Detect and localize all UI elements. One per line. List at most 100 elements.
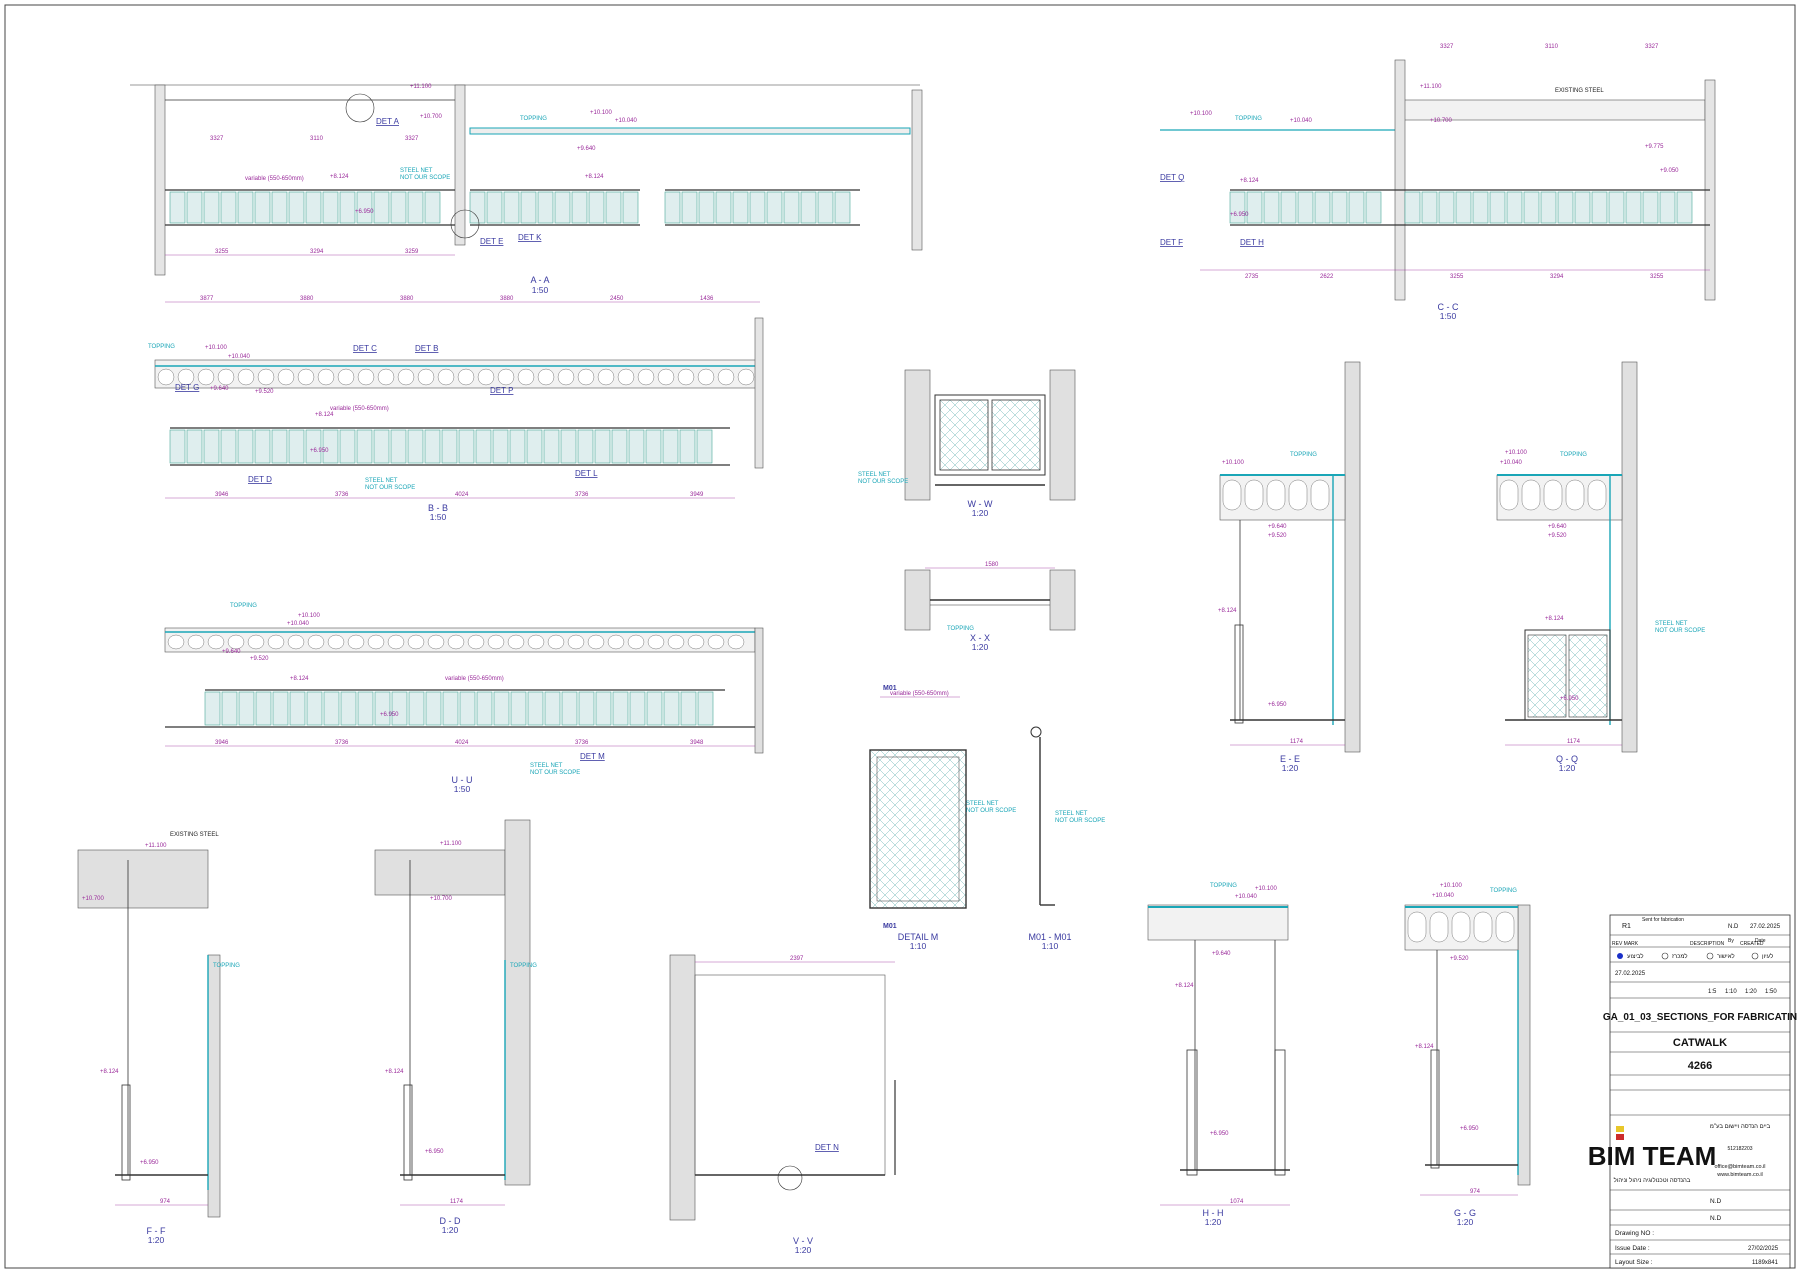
view-m01: STEEL NET NOT OUR SCOPE M01 - M01 1:10 [1028,726,1105,951]
hollowcore-void [397,368,415,386]
glass-panel [272,691,289,726]
elev-gg-6950: +6.950 [1460,1126,1479,1132]
hollowcore-void [337,368,355,386]
hollowcore-void [617,368,635,386]
glass-panel [373,191,390,224]
title-block: R1 Sent for fabrication N.D 27.02.2025 B… [1588,914,1797,1269]
tb-created-label: CREATED [1740,941,1764,947]
glass-panel [475,429,492,464]
hollowcore-void [607,634,625,650]
glass-panel [1438,191,1455,224]
elev-cc-11100: +11.100 [1420,84,1442,90]
label-cc-topping: TOPPING [1235,116,1262,122]
tb-issue-date: 27/02/2025 [1748,1246,1779,1252]
dim-uu-b2: 3736 [335,740,349,746]
glass-panel [595,691,612,726]
tb-status-1: לביצוע [1627,952,1644,960]
tb-issue-date-label: Issue Date : [1615,1245,1650,1252]
label-bb-variable: variable (550-650mm) [330,406,389,412]
elev-hh-10100: +10.100 [1255,886,1278,892]
dim-aa-b3: 3259 [405,249,419,255]
tb-by-label: By [1728,938,1734,944]
glass-panel [186,429,203,464]
tb-date-label: Date [1755,938,1766,944]
elev-dd-8124: +8.124 [385,1069,404,1075]
tb-project-no: 4266 [1688,1060,1712,1072]
elev-qq-10040: +10.040 [1500,460,1523,466]
glass-panel [732,191,749,224]
elev-uu-9640: +9.640 [222,649,241,655]
glass-panel [323,691,340,726]
glass-panel [715,191,732,224]
hollowcore-void [347,634,365,650]
hollowcore-void [577,368,595,386]
dim-bb-b4: 3736 [575,492,589,498]
glass-panel [571,191,588,224]
elev-gg-10040: +10.040 [1432,893,1455,899]
hollowcore-void [637,368,655,386]
glass-panel [442,691,459,726]
glass-panel [646,691,663,726]
glass-panel [289,691,306,726]
glass-panel [339,429,356,464]
glass-panel [1421,191,1438,224]
glass-panel [492,429,509,464]
hollowcore-void [227,634,245,650]
elev-dd-10700: +10.700 [430,896,453,902]
elev-cc-10100: +10.100 [1190,111,1213,117]
glass-panel [629,691,646,726]
det-h: DET H [1240,238,1264,247]
elev-aa-8124b: +8.124 [585,174,604,180]
hollowcore-void [1587,479,1607,511]
elev-ff-6950: +6.950 [140,1160,159,1166]
hollowcore-void [1310,479,1330,511]
tb-rev-date: 27.02.2025 [1750,924,1781,930]
view-bb-title: B - B [428,503,448,513]
label-aa-topping: TOPPING [520,116,547,122]
elev-ee-6950: +6.950 [1268,702,1287,708]
glass-panel [680,691,697,726]
hollowcore-void [207,634,225,650]
tb-scale-1: 1:5 [1708,989,1717,995]
view-detm-title: DETAIL M [898,932,939,942]
label-detm-variable: variable (550-650mm) [890,691,949,697]
glass-panel [493,691,510,726]
elev-dd-6950: +6.950 [425,1149,444,1155]
logo-mark-yellow [1616,1126,1624,1132]
glass-panel [766,191,783,224]
hollowcore-void [647,634,665,650]
hollowcore-void [267,634,285,650]
dim-uu-b5: 3948 [690,740,704,746]
dim-xx-top: 1580 [985,562,999,568]
glass-panel [305,191,322,224]
glass-panel [577,429,594,464]
view-ee: 1174 +10.100 +9.640 +9.520 +8.124 +6.950… [1218,361,1361,773]
hollowcore-void [1266,479,1286,511]
hollowcore-void [307,634,325,650]
label-m01-notscope: NOT OUR SCOPE [1055,818,1105,824]
glass-panel [817,191,834,224]
hollowcore-void [1429,911,1449,943]
glass-panel [288,429,305,464]
elev-uu-10100: +10.100 [298,613,321,619]
label-uu-variable: variable (550-650mm) [445,676,504,682]
glass-panel [339,191,356,224]
elev-ff-8124: +8.124 [100,1069,119,1075]
hollowcore-void [247,634,265,650]
hollowcore-void [737,368,755,386]
glass-panel [1246,191,1263,224]
sheet-border [4,4,1796,1269]
hollowcore-void [357,368,375,386]
hollowcore-void [1451,911,1471,943]
label-hh-topping: TOPPING [1210,883,1237,889]
hollowcore-void [657,368,675,386]
hollowcore-void [407,634,425,650]
glass-panel [1365,191,1382,224]
view-aa-title: A - A [530,275,549,285]
tb-issue-date-short: 27.02.2025 [1615,971,1646,977]
glass-panel [458,429,475,464]
glass-panel [356,429,373,464]
label-gg-topping: TOPPING [1490,888,1517,894]
